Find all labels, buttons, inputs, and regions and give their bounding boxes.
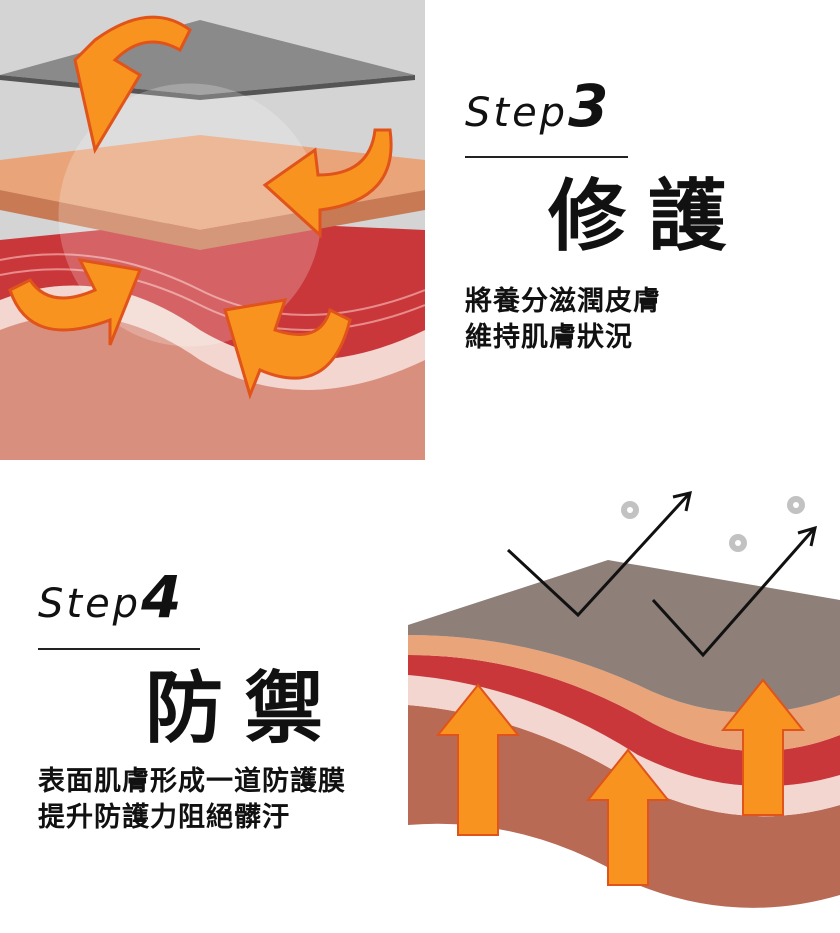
description-line: 表面肌膚形成一道防護膜 — [38, 766, 346, 797]
step-number: 4 — [141, 563, 185, 631]
arrow-icons — [8, 15, 393, 400]
step-word: Step — [465, 90, 569, 136]
step4-description: 表面肌膚形成一道防護膜 提升防護力阻絕髒汙 — [38, 764, 346, 836]
step-number: 3 — [568, 72, 612, 140]
divider — [465, 156, 628, 158]
step3-description: 將養分滋潤皮膚 維持肌膚狀況 — [465, 284, 661, 356]
divider — [38, 648, 200, 650]
description-line: 維持肌膚狀況 — [465, 322, 633, 353]
repair-illustration — [0, 0, 425, 460]
deflect-arrow-icons — [506, 490, 818, 658]
up-arrow-icons — [435, 678, 806, 886]
defense-illustration — [408, 485, 840, 933]
step4-label: Step4 — [38, 563, 184, 631]
step-word: Step — [38, 581, 142, 627]
step3-label: Step3 — [465, 72, 611, 140]
description-line: 將養分滋潤皮膚 — [465, 286, 661, 317]
dirt-particles — [621, 496, 805, 552]
step3-title: 修護 — [548, 171, 749, 262]
step4-title: 防禦 — [145, 663, 346, 754]
description-line: 提升防護力阻絕髒汙 — [38, 802, 290, 833]
